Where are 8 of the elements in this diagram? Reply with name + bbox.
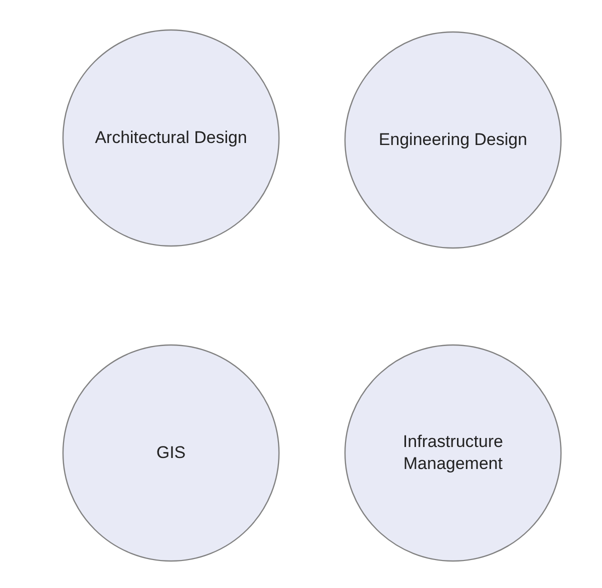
node-label: Engineering Design (378, 129, 528, 151)
node-label: GIS (155, 442, 187, 464)
circle-node (61, 28, 281, 248)
node-label: Infrastructure Management (402, 431, 504, 475)
circle-node (343, 343, 563, 563)
node-label: Architectural Design (94, 127, 248, 149)
circle-node (343, 30, 563, 250)
circle-node (61, 343, 281, 563)
